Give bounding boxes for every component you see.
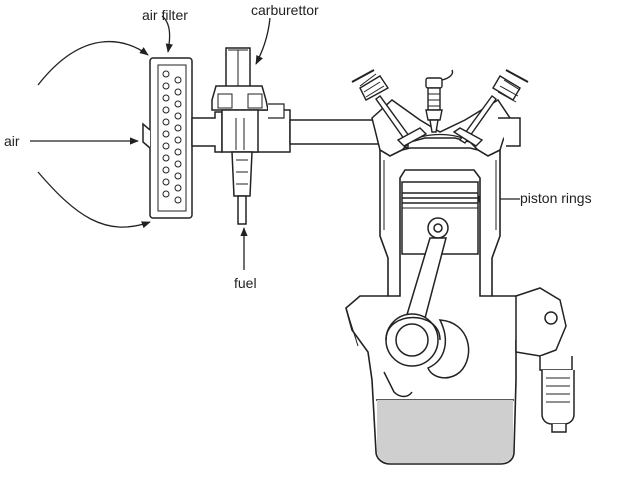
air-filter-label: air filter (142, 7, 188, 23)
spark-plug (425, 69, 454, 133)
carburettor-label: carburettor (251, 2, 319, 18)
filter-holes (162, 70, 182, 204)
fuel-label: fuel (234, 275, 257, 291)
oil-sump (377, 400, 513, 463)
air-filter (142, 57, 193, 219)
exhaust-valve (452, 69, 529, 147)
crankshaft (383, 319, 470, 398)
air-label: air (4, 133, 20, 149)
side-component (515, 287, 575, 433)
inlet-valve (351, 69, 428, 147)
piston-rings-label: piston rings (520, 190, 592, 206)
connecting-rod (385, 237, 447, 367)
carburettor (211, 47, 285, 225)
